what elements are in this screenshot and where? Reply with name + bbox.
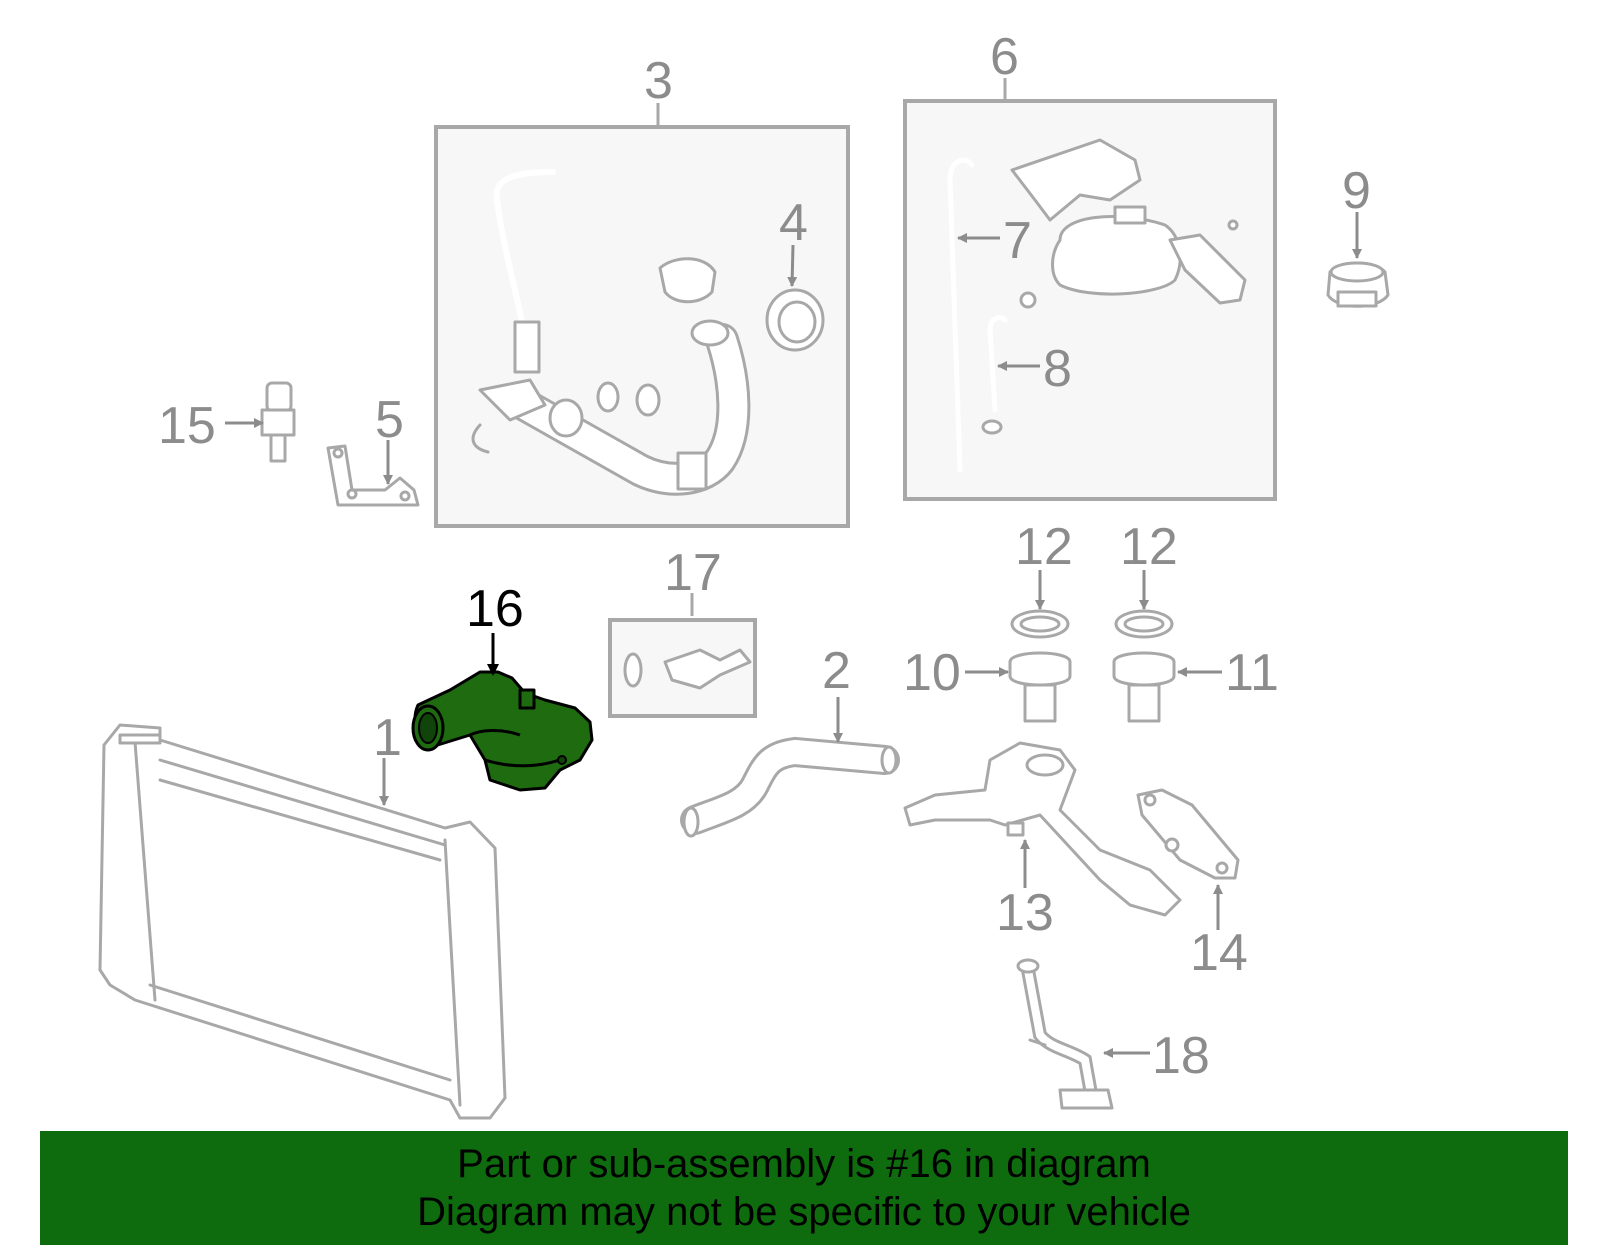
callout-11: 11 — [1225, 644, 1279, 702]
callout-1: 1 — [373, 709, 402, 767]
callout-labels: 1 2 3 4 5 6 7 8 9 10 11 12 12 13 14 15 1… — [158, 28, 1371, 1085]
callout-9: 9 — [1342, 162, 1371, 220]
sub-assembly-box-3 — [434, 103, 850, 528]
callout-13: 13 — [996, 884, 1054, 942]
callout-15: 15 — [158, 397, 216, 455]
callout-12-right: 12 — [1120, 518, 1178, 576]
part-16-thermostat-housing — [411, 670, 594, 792]
part-9-cap — [1326, 261, 1390, 308]
callout-14: 14 — [1190, 924, 1248, 982]
callout-12-left: 12 — [1015, 518, 1073, 576]
callout-18: 18 — [1152, 1027, 1210, 1085]
callout-10: 10 — [903, 644, 961, 702]
part-15-sensor — [260, 381, 296, 463]
callout-8: 8 — [1043, 340, 1072, 398]
callout-16: 16 — [466, 580, 524, 638]
callout-5: 5 — [375, 391, 404, 449]
callout-6: 6 — [990, 28, 1019, 86]
callout-17: 17 — [664, 544, 722, 602]
part-5-bracket — [326, 444, 420, 507]
part-13-housing — [903, 741, 1182, 917]
info-banner: Part or sub-assembly is #16 in diagram D… — [40, 1131, 1568, 1245]
callout-4: 4 — [779, 194, 808, 252]
callout-2: 2 — [822, 642, 851, 700]
part-18-pipe — [1016, 958, 1114, 1110]
banner-line-2: Diagram may not be specific to your vehi… — [417, 1190, 1191, 1234]
part-1-radiator — [98, 723, 507, 1120]
part-14-gasket — [1136, 788, 1240, 880]
sub-assembly-box-17 — [608, 593, 757, 718]
sub-assembly-box-6 — [903, 78, 1277, 501]
part-2-hose — [680, 736, 900, 838]
leader-lines — [225, 212, 1362, 1058]
callout-7: 7 — [1003, 212, 1032, 270]
parts-10-11-12-thermostats — [1008, 609, 1176, 723]
callout-3: 3 — [644, 52, 673, 110]
banner-line-1: Part or sub-assembly is #16 in diagram — [457, 1142, 1151, 1186]
